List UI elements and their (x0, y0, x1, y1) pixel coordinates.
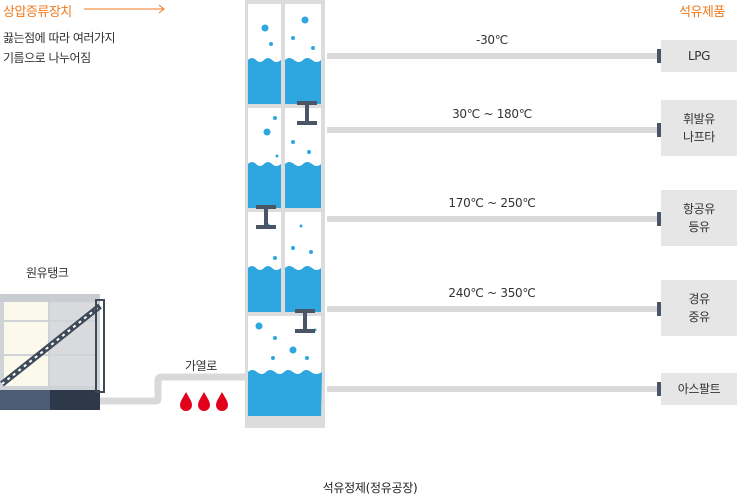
product-name: 휘발유 (683, 112, 715, 126)
tank-label: 원유탱크 (26, 266, 69, 280)
flame-icon (180, 392, 228, 411)
pipe-asphalt (327, 386, 661, 392)
temperature-label: 240℃ ~ 350℃ (448, 286, 536, 300)
feed-pipe (100, 373, 250, 405)
product-name: 아스팔트 (677, 382, 721, 396)
temperature-label: 170℃ ~ 250℃ (448, 196, 536, 210)
crude-oil-tank (0, 294, 105, 410)
products-title: 석유제품 (679, 5, 725, 20)
product-name: 등유 (688, 220, 710, 234)
product-name: 경유 (688, 292, 710, 306)
product-name: 나프타 (683, 130, 715, 144)
pipe-gasoline (327, 127, 661, 133)
pipe-flange (657, 302, 661, 316)
product-name: LPG (687, 49, 711, 63)
distillation-title: 상압증류장치 (3, 5, 72, 20)
diagram-caption: 석유정제(정유공장) (322, 481, 418, 495)
furnace-label: 가열로 (185, 359, 217, 373)
product-box-asphalt: 아스팔트 (661, 373, 737, 405)
product-box-gasoline: 휘발유 나프타 (661, 100, 737, 156)
temperature-label: 30℃ ~ 180℃ (452, 107, 532, 121)
pipe-diesel (327, 306, 661, 312)
pipe-flange (657, 49, 661, 63)
distillation-column (245, 0, 325, 428)
product-name: 중유 (688, 310, 710, 324)
description-line-1: 끓는점에 따라 여러가지 (3, 31, 116, 45)
pipe-flange (657, 123, 661, 137)
pipe-kerosene (327, 216, 661, 222)
product-name: 항공유 (683, 202, 715, 216)
product-box-diesel: 경유 중유 (661, 280, 737, 336)
pipe-lpg (327, 53, 661, 59)
arrow-right-icon (84, 4, 165, 14)
pipe-flange (657, 212, 661, 226)
product-box-lpg: LPG (661, 40, 737, 72)
description-line-2: 기름으로 나누어짐 (3, 51, 91, 65)
product-box-kerosene: 항공유 등유 (661, 190, 737, 246)
pipe-flange (657, 382, 661, 396)
temperature-label: -30℃ (476, 33, 508, 47)
